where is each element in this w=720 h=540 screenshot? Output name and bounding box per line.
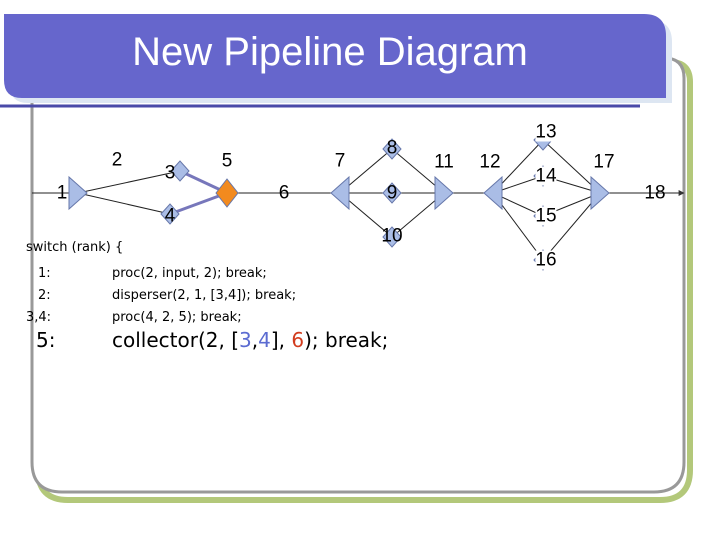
code-highlight-blue: 4: [258, 328, 271, 352]
node-9-shape: [382, 182, 402, 204]
code-line-text: proc(4, 2, 5); break;: [112, 310, 242, 325]
slide-title: New Pipeline Diagram: [132, 30, 528, 74]
edge-1-4: [77, 192, 171, 216]
node-label-4: 4: [164, 205, 176, 227]
code-line-text: disperser(2, 1, [3,4]); break;: [112, 288, 297, 303]
node-7-shape: [330, 175, 350, 211]
edge-4-5: [169, 191, 228, 216]
node-label-7: 7: [334, 150, 346, 172]
node-10-shape: [382, 226, 402, 248]
node-8-shape: [382, 138, 402, 160]
node-11-shape: [434, 175, 454, 211]
code-line-text: proc(2, input, 2); break;: [112, 266, 267, 281]
node-label-13: 13: [535, 121, 557, 143]
code-text-suffix: ); break;: [304, 328, 389, 352]
node-label-1: 1: [56, 182, 68, 204]
node-label-18: 18: [644, 182, 666, 204]
code-text-prefix: collector(2, [: [112, 328, 239, 352]
code-text-mid: ],: [270, 328, 292, 352]
code-line-label: 3,4:: [26, 310, 52, 325]
node-4-shape: [160, 203, 180, 225]
code-highlight-blue: 3: [239, 328, 252, 352]
code-header: switch (rank) {: [26, 240, 124, 255]
node-12-shape: [483, 175, 503, 211]
node-label-6: 6: [278, 182, 290, 204]
node-label-11: 11: [434, 151, 454, 173]
code-line-label: 5:: [36, 328, 56, 352]
code-line-highlight: 5: collector(2, [3,4], 6); break;: [36, 328, 436, 356]
node-label-8: 8: [386, 137, 398, 159]
code-line-label: 1:: [38, 266, 51, 281]
node-label-5: 5: [221, 150, 233, 172]
node-label-3: 3: [164, 162, 176, 184]
code-line-3: 3,4: proc(4, 2, 5); break;: [26, 310, 426, 330]
edge-1-3: [77, 169, 181, 194]
node-label-9: 9: [386, 182, 398, 204]
code-line-text: collector(2, [3,4], 6); break;: [112, 328, 388, 352]
code-line-1: 1: proc(2, input, 2); break;: [38, 266, 438, 286]
code-line-label: 2:: [38, 288, 51, 303]
code-highlight-red: 6: [291, 328, 305, 352]
node-label-2: 2: [111, 149, 123, 171]
node-label-16: 16: [535, 249, 557, 271]
node-label-10: 10: [381, 225, 403, 247]
frame-border: [30, 56, 686, 494]
code-line-2: 2: disperser(2, 1, [3,4]); break;: [38, 288, 438, 308]
node-5-shape: [215, 178, 239, 208]
code-text-sep: ,: [251, 328, 259, 352]
node-label-15: 15: [535, 205, 557, 227]
node-1-shape: [68, 175, 88, 211]
node-17-shape: [590, 175, 610, 211]
node-label-12: 12: [479, 151, 501, 173]
node-label-17: 17: [593, 151, 615, 173]
node-label-14: 14: [535, 165, 557, 187]
node-3-shape: [170, 160, 190, 182]
title-band: [4, 14, 666, 98]
